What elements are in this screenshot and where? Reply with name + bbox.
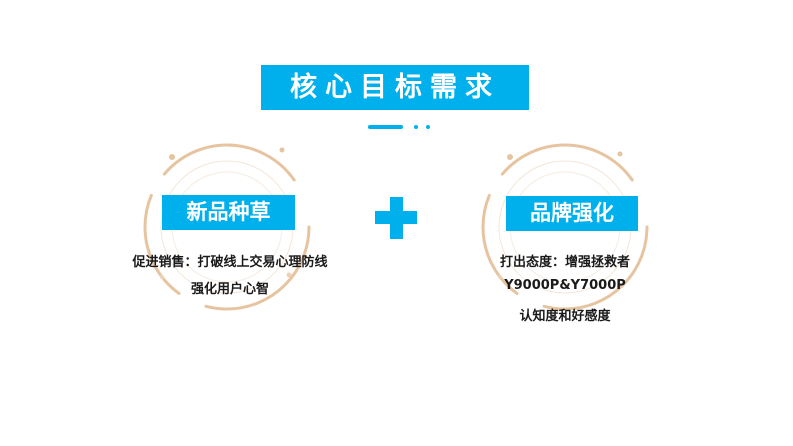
title-underline (368, 125, 403, 129)
left-card-line-1: 促进销售：打破线上交易心理防线 (132, 255, 328, 270)
right-card-tag: 品牌强化 (506, 196, 638, 231)
right-card-line-3: 认知度和好感度 (519, 309, 611, 324)
page-title: 核心目标需求 (261, 65, 529, 110)
left-card-tag: 新品种草 (162, 195, 295, 230)
left-card-line-2: 强化用户心智 (190, 282, 269, 297)
right-card-line-2: Y9000P&Y7000P (504, 278, 626, 293)
title-dot-2 (426, 125, 430, 129)
right-ring-decoration (481, 143, 649, 311)
title-dot-1 (414, 125, 418, 129)
right-card-line-1: 打出态度：增强拯救者 (499, 255, 630, 270)
